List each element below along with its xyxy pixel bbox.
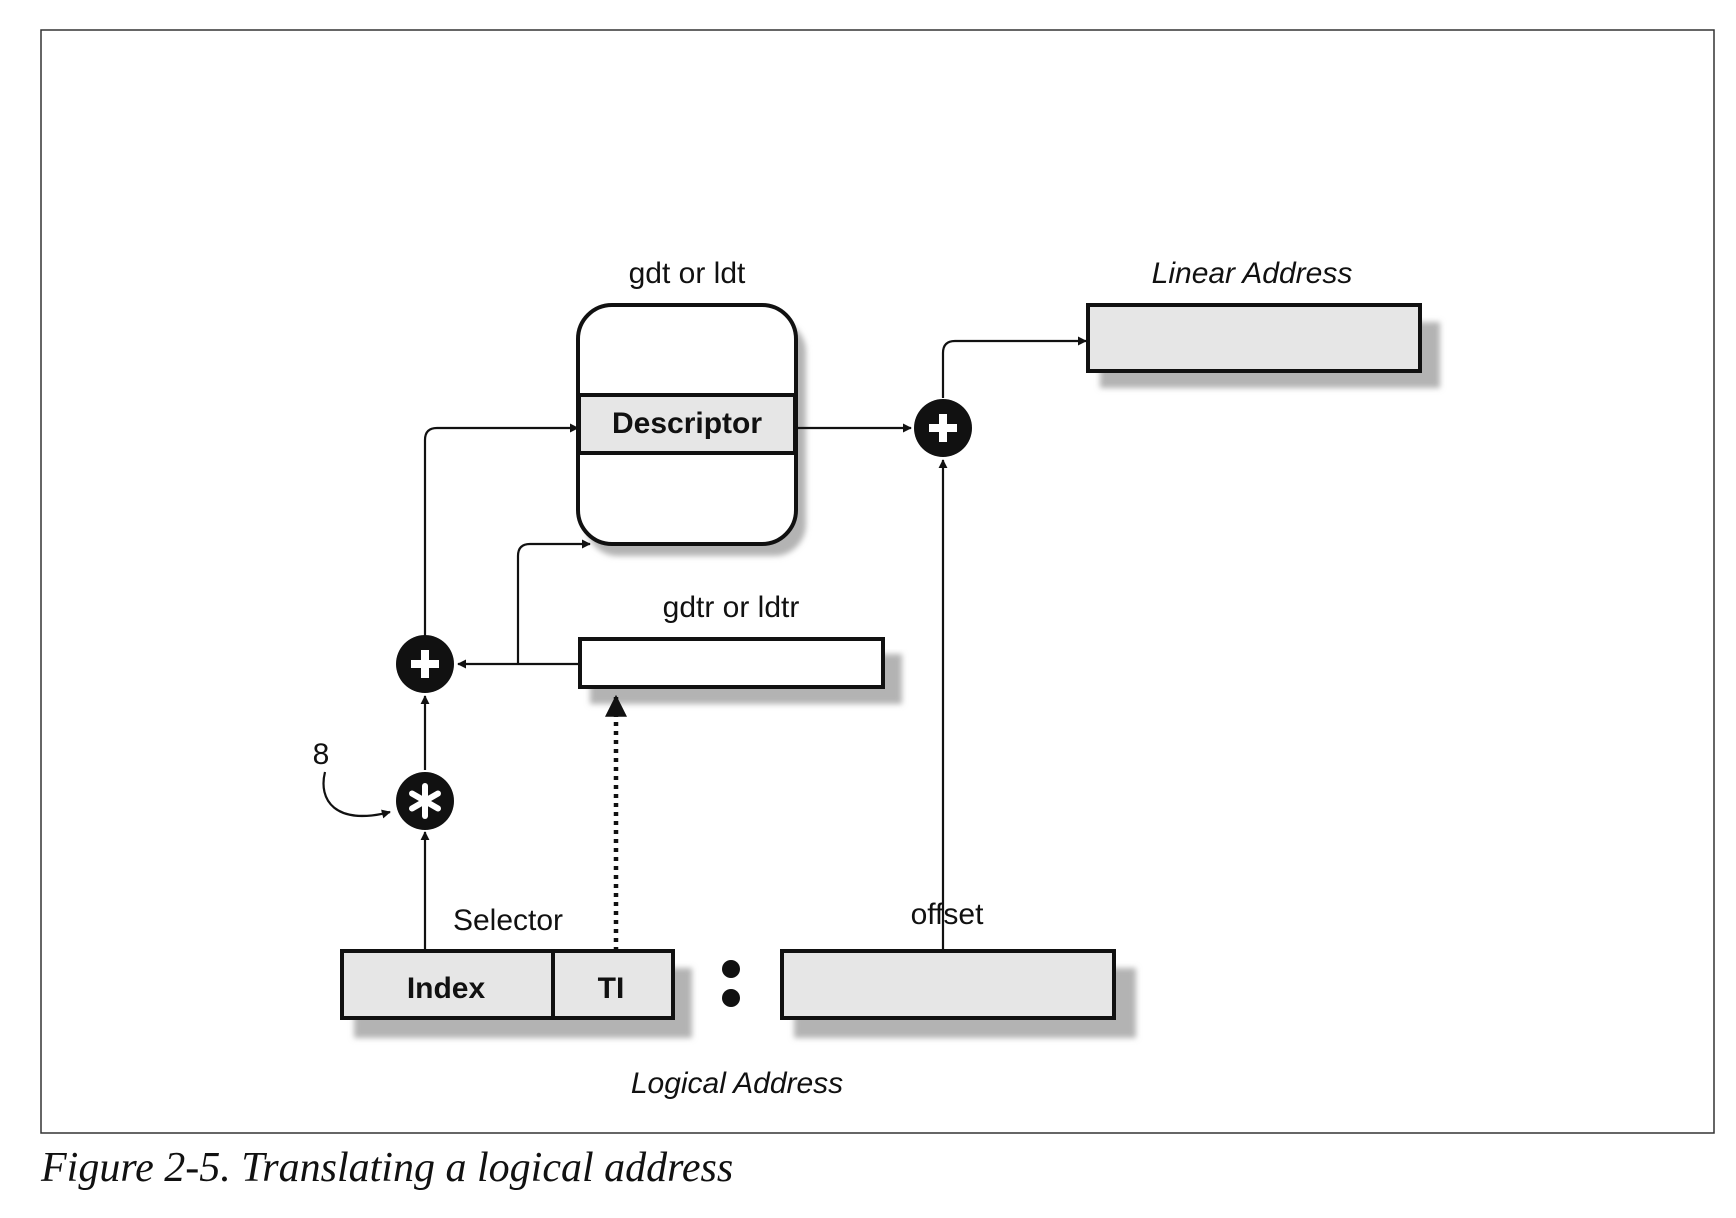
gdtr-register-field: [578, 637, 885, 689]
descriptor-label: Descriptor: [612, 407, 762, 440]
gdt-or-ldt-label: gdt or ldt: [629, 257, 746, 290]
gdtr-ldtr-register: [578, 637, 902, 704]
constant-to-multiply-arrow: [322, 771, 391, 819]
segment-offset-separator: [722, 960, 740, 1007]
add-icon-bar: [939, 414, 947, 442]
figure-caption: Figure 2-5. Translating a logical addres…: [41, 1145, 734, 1191]
colon-dot-bottom: [722, 989, 740, 1007]
linear-address-field: [1086, 303, 1422, 373]
linear-address-box: [1086, 303, 1440, 388]
figure-frame: [40, 29, 1715, 1134]
add-node-upper: [914, 399, 972, 457]
gdtr-to-table-arrow: [516, 539, 591, 664]
offset-label: offset: [911, 898, 984, 931]
add-node-lower: [396, 635, 454, 693]
logical-address-label: Logical Address: [631, 1067, 843, 1100]
linear-address-label: Linear Address: [1152, 257, 1353, 290]
gdt-ldt-table: Descriptor: [576, 303, 806, 556]
add-to-descriptor-arrow: [423, 423, 579, 636]
gdtr-or-ldtr-label: gdtr or ldtr: [663, 591, 800, 624]
offset-register: [780, 949, 1136, 1038]
descriptor-row: [577, 393, 797, 455]
multiplier-label: 8: [313, 738, 330, 771]
multiply-node: [396, 772, 454, 830]
multiply-icon-asterisk: [409, 783, 441, 819]
offset-field: [780, 949, 1116, 1020]
selector-label: Selector: [453, 904, 563, 937]
add-to-linear-address-arrow: [941, 336, 1087, 398]
selector-register: Index TI: [340, 949, 692, 1038]
colon-dot-top: [722, 960, 740, 978]
index-field-label: Index: [407, 972, 486, 1005]
add-icon-bar: [421, 650, 429, 678]
selector-field: [340, 949, 675, 1020]
ti-field-label: TI: [598, 972, 625, 1005]
connectors: [322, 336, 1087, 951]
